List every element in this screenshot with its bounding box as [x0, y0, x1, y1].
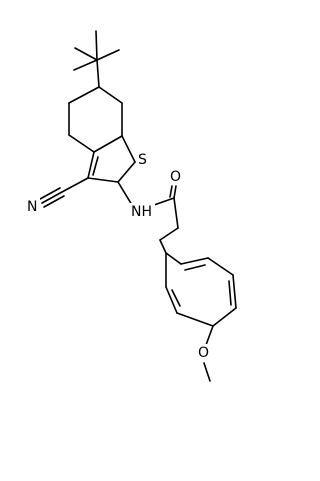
bond — [184, 264, 206, 271]
atom-labels: S N NH O O — [26, 152, 211, 361]
bond — [203, 362, 211, 382]
bond — [176, 312, 214, 327]
bond — [173, 197, 179, 229]
sulfur-atom-label: S — [138, 152, 147, 168]
bond — [87, 151, 95, 179]
bond — [98, 86, 123, 104]
bond — [173, 185, 177, 199]
nitrile-nitrogen-label: N — [27, 199, 37, 215]
chemical-structure: S N NH O O — [26, 30, 237, 382]
bond — [43, 195, 65, 208]
bond — [96, 59, 100, 88]
bond — [169, 185, 173, 198]
bond — [93, 135, 123, 153]
amide-nh-label: NH — [131, 204, 152, 220]
bond — [171, 289, 181, 307]
bond — [159, 239, 167, 254]
bond — [95, 30, 98, 61]
thiophene-ring — [87, 135, 136, 183]
bond — [87, 177, 119, 183]
bond — [68, 134, 95, 153]
bond — [153, 197, 175, 206]
bond — [96, 49, 120, 61]
bond — [228, 280, 232, 306]
bond — [212, 307, 237, 327]
bond — [68, 86, 100, 104]
bond — [165, 286, 178, 314]
bond — [205, 325, 214, 346]
nitrile-group — [39, 177, 89, 208]
carbonyl-oxygen-label: O — [170, 169, 181, 185]
bond — [117, 181, 133, 206]
methoxy-group — [203, 325, 214, 382]
benzene-ring — [165, 252, 237, 327]
bond — [159, 227, 179, 241]
bond — [117, 161, 136, 183]
tert-butyl-group — [73, 30, 120, 88]
bond — [39, 187, 61, 200]
bond — [165, 252, 182, 265]
bond — [121, 135, 136, 163]
cyclohexene-ring — [68, 86, 123, 153]
bond — [232, 274, 237, 309]
bond — [207, 257, 234, 276]
bond — [73, 59, 98, 71]
ether-oxygen-label: O — [198, 345, 209, 361]
bond — [61, 177, 89, 193]
amide-chain — [117, 181, 179, 254]
bond — [41, 191, 63, 204]
bond — [74, 47, 98, 61]
bond — [92, 156, 99, 176]
bond — [180, 257, 209, 265]
